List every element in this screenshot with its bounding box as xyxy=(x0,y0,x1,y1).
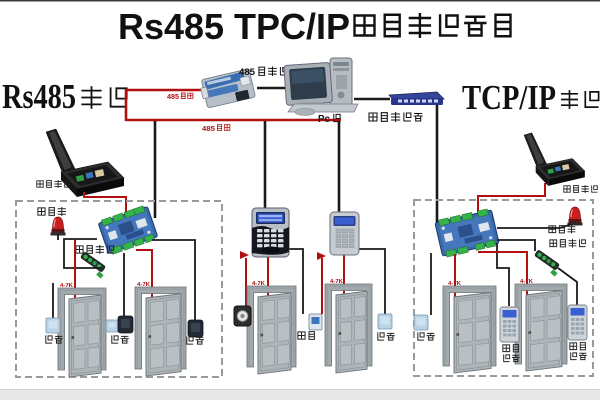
svg-text:485: 485 xyxy=(202,124,215,133)
svg-text:4-7K: 4-7K xyxy=(137,282,150,288)
svg-text:4-7K: 4-7K xyxy=(520,279,533,285)
svg-text:TCP/IP: TCP/IP xyxy=(462,78,556,117)
svg-text:Pc: Pc xyxy=(318,114,330,125)
svg-text:4-7K: 4-7K xyxy=(330,279,343,285)
svg-text:4-7K: 4-7K xyxy=(252,281,265,287)
svg-text:4-7K: 4-7K xyxy=(448,281,461,287)
svg-text:485: 485 xyxy=(239,67,256,78)
svg-text:Rs485: Rs485 xyxy=(2,77,76,116)
svg-text:4-7K: 4-7K xyxy=(60,283,73,289)
svg-text:Rs485 TPC/IP: Rs485 TPC/IP xyxy=(118,6,350,47)
svg-text:485: 485 xyxy=(167,94,179,101)
